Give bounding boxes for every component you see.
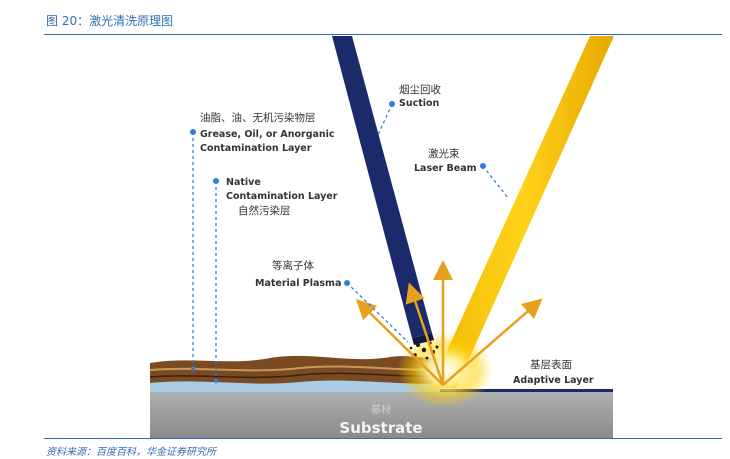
suction-callout-line — [378, 104, 392, 135]
native-label-en-2: Contamination Layer — [226, 191, 338, 202]
bottom-divider — [44, 438, 722, 439]
laser-callout-line — [483, 166, 508, 198]
laser-dot-icon — [480, 163, 486, 169]
plasma-callout-line — [347, 283, 408, 342]
plasma-glow — [397, 332, 493, 408]
plasma-label-en: Material Plasma — [255, 278, 341, 289]
grease-label-en-1: Grease, Oil, or Anorganic — [200, 129, 335, 140]
grease-dot-icon — [190, 129, 196, 135]
substrate-label-cn: 基材 — [371, 403, 391, 416]
native-label-en-1: Native — [226, 177, 261, 188]
grease-label-en-2: Contamination Layer — [200, 143, 312, 154]
native-dot-icon — [213, 178, 219, 184]
native-label-cn: 自然污染层 — [238, 204, 291, 217]
grease-label-cn: 油脂、油、无机污染物层 — [200, 111, 316, 124]
suction-tube — [332, 36, 432, 338]
suction-dot-icon — [389, 101, 395, 107]
adaptive-label-en: Adaptive Layer — [513, 375, 594, 386]
suction-label-en: Suction — [399, 98, 440, 109]
suction-label-cn: 烟尘回收 — [399, 83, 441, 96]
plasma-label-cn: 等离子体 — [272, 259, 314, 272]
plasma-dot-icon — [344, 280, 350, 286]
laser-label-cn: 激光束 — [428, 147, 460, 160]
adaptive-label-cn: 基层表面 — [530, 358, 572, 371]
substrate-label-en: Substrate — [339, 419, 422, 437]
laser-label-en: Laser Beam — [414, 163, 477, 174]
figure-source: 资料来源：百度百科，华金证券研究所 — [46, 443, 216, 458]
